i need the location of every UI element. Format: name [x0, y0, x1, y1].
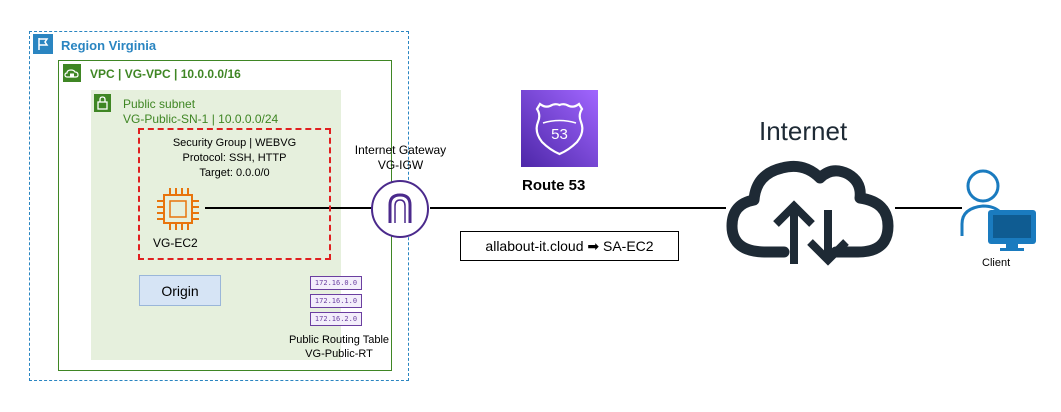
subnet-label: Public subnet VG-Public-SN-1 | 10.0.0.0/… — [123, 97, 278, 127]
security-group-target: Target: 0.0.0/0 — [199, 167, 270, 179]
region-flag-icon — [33, 34, 53, 54]
routing-table-icon: 172.16.0.0 172.16.1.0 172.16.2.0 — [310, 276, 362, 326]
padlock-icon — [94, 94, 111, 112]
client-label: Client — [982, 257, 1011, 269]
cloud-lock-icon — [63, 64, 81, 82]
cloud-upload-download-icon — [726, 160, 894, 266]
routing-table-label: Public Routing Table VG-Public-RT — [274, 333, 404, 361]
user-computer-icon — [960, 169, 1036, 251]
igw-name: VG-IGW — [377, 158, 424, 172]
security-group-protocol: Protocol: SSH, HTTP — [182, 152, 287, 164]
ec2-label: VG-EC2 — [153, 236, 198, 250]
route53-shield-icon: 53 — [521, 90, 598, 167]
route53-badge: 53 — [551, 126, 568, 143]
vpc-label: VPC | VG-VPC | 10.0.0.0/16 — [90, 67, 241, 81]
dns-record-box: allabout-it.cloud ➡ SA-EC2 — [460, 231, 679, 261]
internet-label: Internet — [759, 116, 848, 146]
subnet-cidr: VG-Public-SN-1 | 10.0.0.0/24 — [123, 112, 279, 126]
routing-table-title: Public Routing Table — [288, 334, 390, 346]
security-group-text: Security Group | WEBVG Protocol: SSH, HT… — [138, 136, 331, 181]
route53-label: Route 53 — [522, 177, 586, 194]
region-label: Region Virginia — [61, 38, 157, 53]
public-subnet-container — [91, 90, 341, 360]
security-group-name: Security Group | WEBVG — [172, 137, 297, 149]
igw-label: Internet Gateway VG-IGW — [343, 143, 458, 173]
route-entry: 172.16.0.0 — [310, 276, 362, 290]
internet-gateway-icon — [371, 180, 429, 238]
routing-table-name: VG-Public-RT — [305, 348, 373, 360]
route-entry: 172.16.2.0 — [310, 312, 362, 326]
igw-title: Internet Gateway — [354, 143, 447, 157]
security-group-boundary — [138, 128, 331, 260]
route-entry: 172.16.1.0 — [310, 294, 362, 308]
subnet-name: Public subnet — [123, 97, 196, 111]
ec2-chip-icon — [157, 188, 199, 230]
origin-box: Origin — [139, 275, 221, 306]
